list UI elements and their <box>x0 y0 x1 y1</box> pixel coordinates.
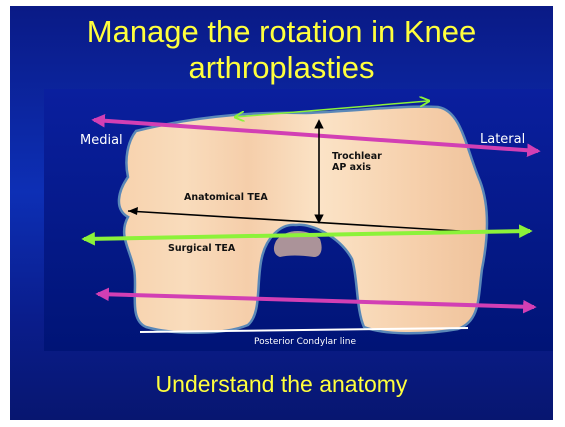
label-trochlear: Trochlear <box>332 151 382 162</box>
label-lateral: Lateral <box>480 132 525 147</box>
label-medial: Medial <box>80 133 123 148</box>
label-posterior-condylar-line: Posterior Condylar line <box>254 337 356 347</box>
knee-anatomy-diagram: Medial Lateral Trochlear AP axis Anatomi… <box>44 89 553 351</box>
slide: Manage the rotation in Knee arthroplasti… <box>10 6 553 420</box>
label-anatomical-tea: Anatomical TEA <box>184 192 268 203</box>
title-line-2: arthroplasties <box>10 50 553 86</box>
label-surgical-tea: Surgical TEA <box>168 243 236 254</box>
title-line-1: Manage the rotation in Knee <box>10 14 553 50</box>
slide-title: Manage the rotation in Knee arthroplasti… <box>10 14 553 86</box>
label-ap-axis: AP axis <box>332 162 371 173</box>
slide-subtitle: Understand the anatomy <box>10 370 553 398</box>
